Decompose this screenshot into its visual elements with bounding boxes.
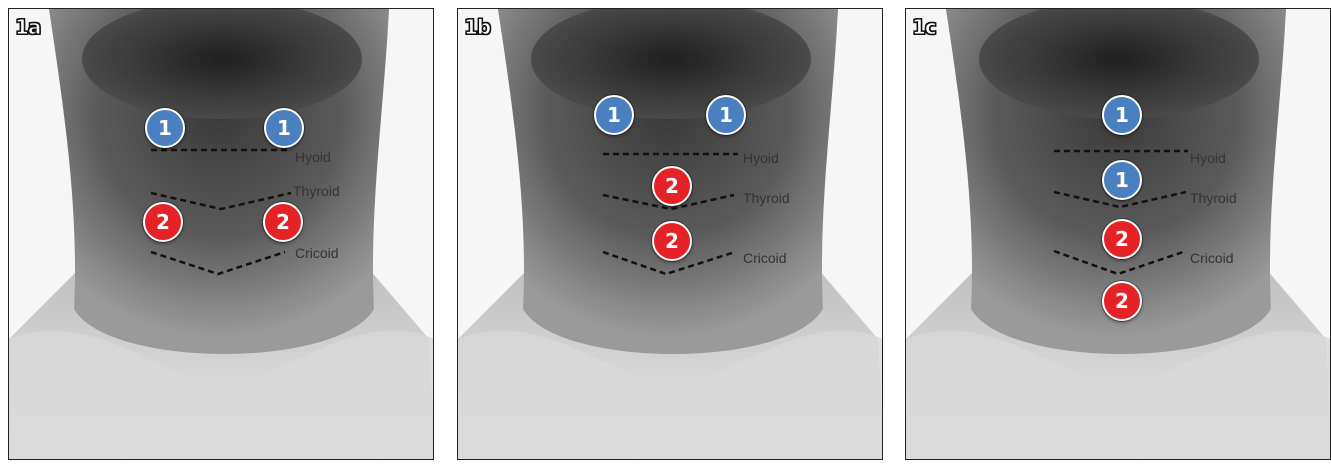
cricoid-line [151,252,285,274]
panel-tag: 1a [15,15,40,39]
thyroid-label: Thyroid [1190,190,1237,206]
hyoid-label: Hyoid [295,149,331,165]
marker-2: 2 [143,202,183,242]
panel-1c: 1c Hyoid Thyroid Cricoid 1 1 2 2 [905,8,1331,460]
thyroid-label: Thyroid [743,190,790,206]
marker-2: 2 [652,166,692,206]
marker-1: 1 [594,95,634,135]
marker-1: 1 [706,95,746,135]
marker-2: 2 [1102,219,1142,259]
marker-1: 1 [145,108,185,148]
cricoid-label: Cricoid [743,250,787,266]
marker-2: 2 [652,221,692,261]
marker-1: 1 [1102,160,1142,200]
panel-tag: 1b [464,15,490,39]
panel-tag: 1c [912,15,936,39]
thyroid-label: Thyroid [293,183,340,199]
panel-1a: 1a Hyoid Thyroid Cricoid 1 1 2 2 [8,8,434,460]
marker-1: 1 [264,108,304,148]
marker-2: 2 [1102,281,1142,321]
marker-2: 2 [263,202,303,242]
hyoid-label: Hyoid [743,150,779,166]
cricoid-label: Cricoid [295,245,339,261]
landmark-lines [9,9,434,460]
marker-1: 1 [1102,95,1142,135]
panel-1b: 1b Hyoid Thyroid Cricoid 1 1 2 2 [457,8,883,460]
cricoid-label: Cricoid [1190,250,1234,266]
hyoid-label: Hyoid [1190,150,1226,166]
